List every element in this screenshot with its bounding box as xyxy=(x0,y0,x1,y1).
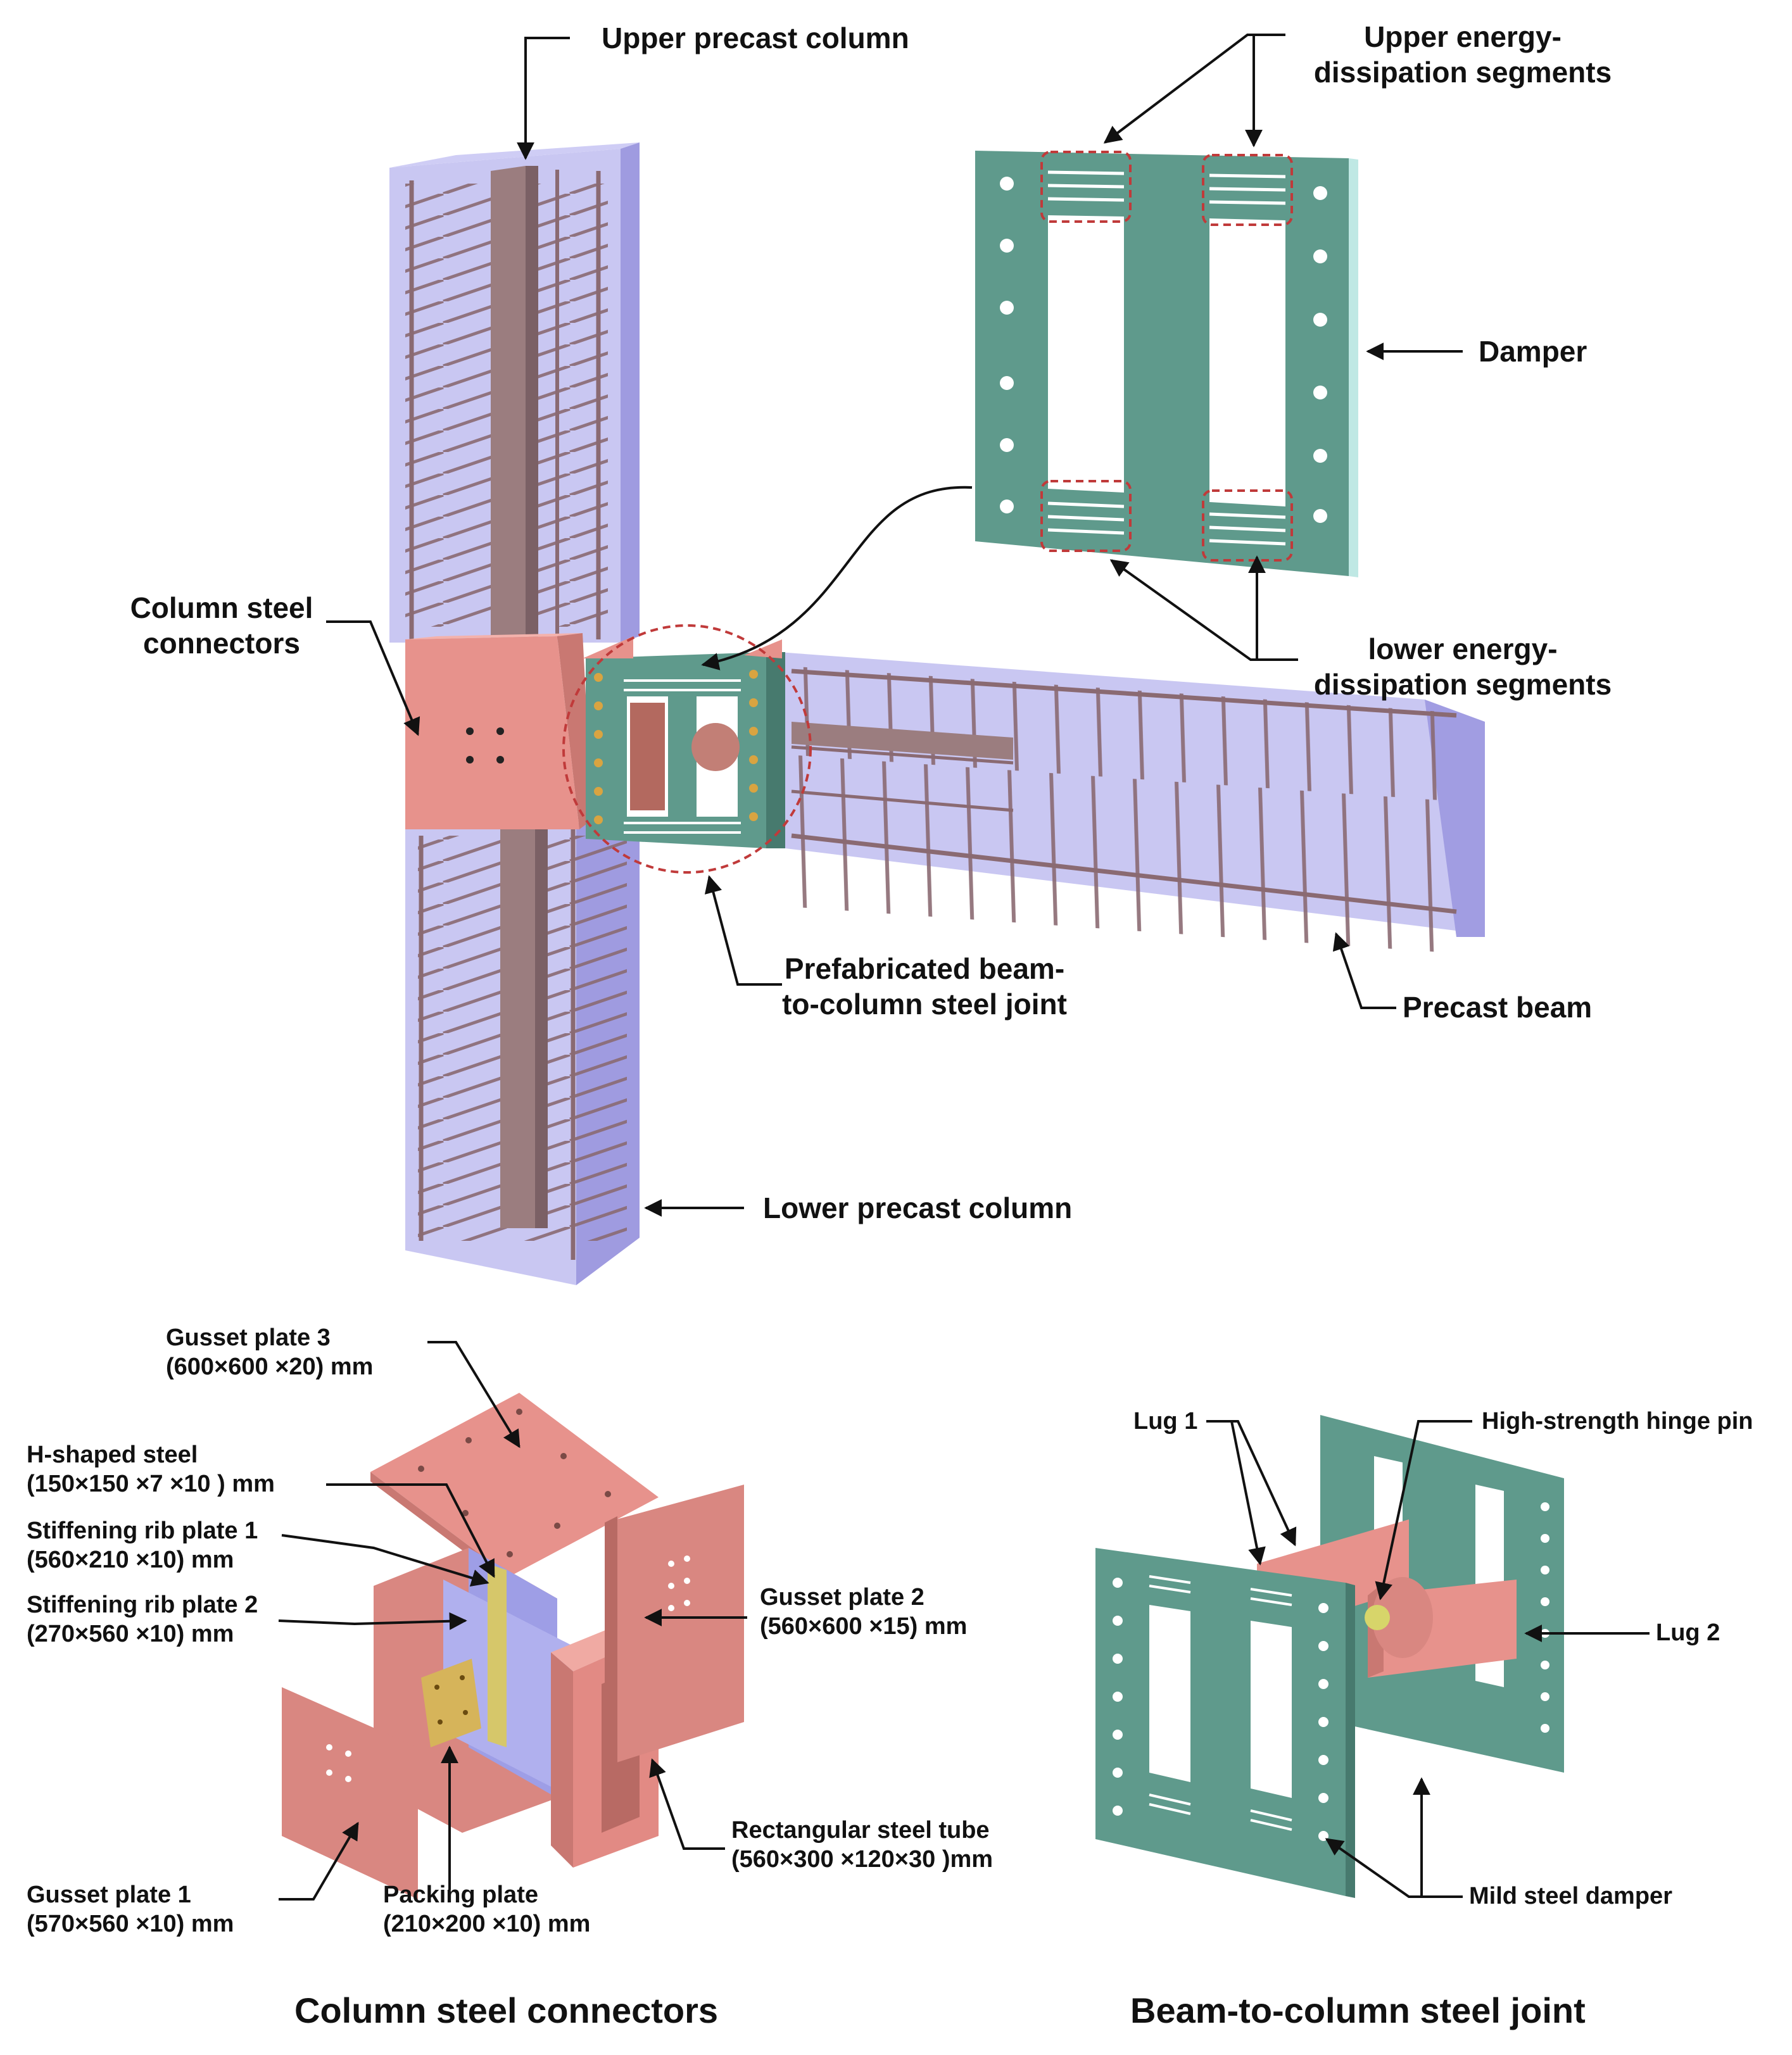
label-gusset-plate-2-name: Gusset plate 2 xyxy=(760,1584,924,1611)
label-gusset-plate-1: Gusset plate 1 (570×560 ×10) mm xyxy=(27,1880,234,1939)
label-prefab-joint-line1: Prefabricated beam- xyxy=(784,952,1065,985)
label-h-shaped-steel: H-shaped steel (150×150 ×7 ×10 ) mm xyxy=(27,1440,275,1499)
label-damper: Damper xyxy=(1479,335,1587,368)
label-upper-energy-line2: dissipation segments xyxy=(1313,56,1612,89)
leader-lines xyxy=(278,34,1650,1901)
upper-precast-column xyxy=(389,142,640,643)
label-upper-energy-line1: Upper energy- xyxy=(1364,20,1562,53)
damper-plate xyxy=(975,151,1358,577)
label-gusset-plate-3-name: Gusset plate 3 xyxy=(166,1324,331,1351)
label-stiffening-rib-1-dims: (560×210 ×10) mm xyxy=(27,1547,234,1574)
label-lower-precast-column: Lower precast column xyxy=(763,1191,1073,1224)
label-stiffening-rib-2-dims: (270×560 ×10) mm xyxy=(27,1621,234,1648)
label-mild-steel-damper: Mild steel damper xyxy=(1469,1883,1672,1909)
prefab-joint-main xyxy=(562,624,812,874)
label-gusset-plate-1-name: Gusset plate 1 xyxy=(27,1882,191,1908)
label-gusset-plate-3: Gusset plate 3 (600×600 ×20) mm xyxy=(166,1323,373,1382)
label-gusset-plate-2: Gusset plate 2 (560×600 ×15) mm xyxy=(760,1583,967,1642)
title-beam-to-column-steel-joint: Beam-to-column steel joint xyxy=(1130,1990,1586,2030)
label-upper-precast-column: Upper precast column xyxy=(602,22,909,54)
label-stiffening-rib-2: Stiffening rib plate 2 (270×560 ×10) mm xyxy=(27,1590,258,1649)
label-rect-steel-tube-name: Rectangular steel tube xyxy=(731,1817,990,1844)
label-rect-steel-tube-dims: (560×300 ×120×30 )mm xyxy=(731,1846,994,1873)
label-gusset-plate-2-dims: (560×600 ×15) mm xyxy=(760,1613,968,1640)
label-hinge-pin: High-strength hinge pin xyxy=(1482,1408,1753,1435)
label-stiffening-rib-1: Stiffening rib plate 1 (560×210 ×10) mm xyxy=(27,1516,258,1575)
lower-precast-column xyxy=(405,817,640,1285)
label-precast-beam: Precast beam xyxy=(1403,991,1593,1024)
label-lower-energy-segments: lower energy- dissipation segments xyxy=(1292,631,1634,702)
label-lug-2: Lug 2 xyxy=(1656,1619,1720,1646)
label-packing-plate: Packing plate (210×200 ×10) mm xyxy=(383,1880,590,1939)
label-gusset-plate-1-dims: (570×560 ×10) mm xyxy=(27,1911,234,1938)
label-rect-steel-tube: Rectangular steel tube (560×300 ×120×30 … xyxy=(731,1816,993,1875)
label-packing-plate-name: Packing plate xyxy=(383,1882,538,1908)
label-packing-plate-dims: (210×200 ×10) mm xyxy=(383,1911,591,1938)
label-column-steel-connectors: Column steel connectors xyxy=(108,590,336,661)
precast-beam xyxy=(779,652,1485,953)
label-lower-energy-line2: dissipation segments xyxy=(1313,668,1612,701)
label-upper-energy-segments: Upper energy- dissipation segments xyxy=(1292,19,1634,90)
label-column-steel-connectors-line2: connectors xyxy=(143,627,300,660)
label-gusset-plate-3-dims: (600×600 ×20) mm xyxy=(166,1354,374,1381)
label-h-shaped-steel-dims: (150×150 ×7 ×10 ) mm xyxy=(27,1471,275,1498)
label-stiffening-rib-1-name: Stiffening rib plate 1 xyxy=(27,1518,258,1544)
label-lug-1: Lug 1 xyxy=(1133,1408,1198,1435)
label-prefab-joint-line2: to-column steel joint xyxy=(782,988,1067,1021)
connector-exploded xyxy=(282,1393,744,1899)
label-column-steel-connectors-line1: Column steel xyxy=(130,591,313,624)
label-h-shaped-steel-name: H-shaped steel xyxy=(27,1442,198,1468)
label-stiffening-rib-2-name: Stiffening rib plate 2 xyxy=(27,1592,258,1618)
label-prefab-joint: Prefabricated beam- to-column steel join… xyxy=(779,951,1070,1022)
title-column-steel-connectors: Column steel connectors xyxy=(294,1990,719,2030)
joint-exploded xyxy=(1095,1415,1564,1898)
label-lower-energy-line1: lower energy- xyxy=(1368,632,1558,665)
